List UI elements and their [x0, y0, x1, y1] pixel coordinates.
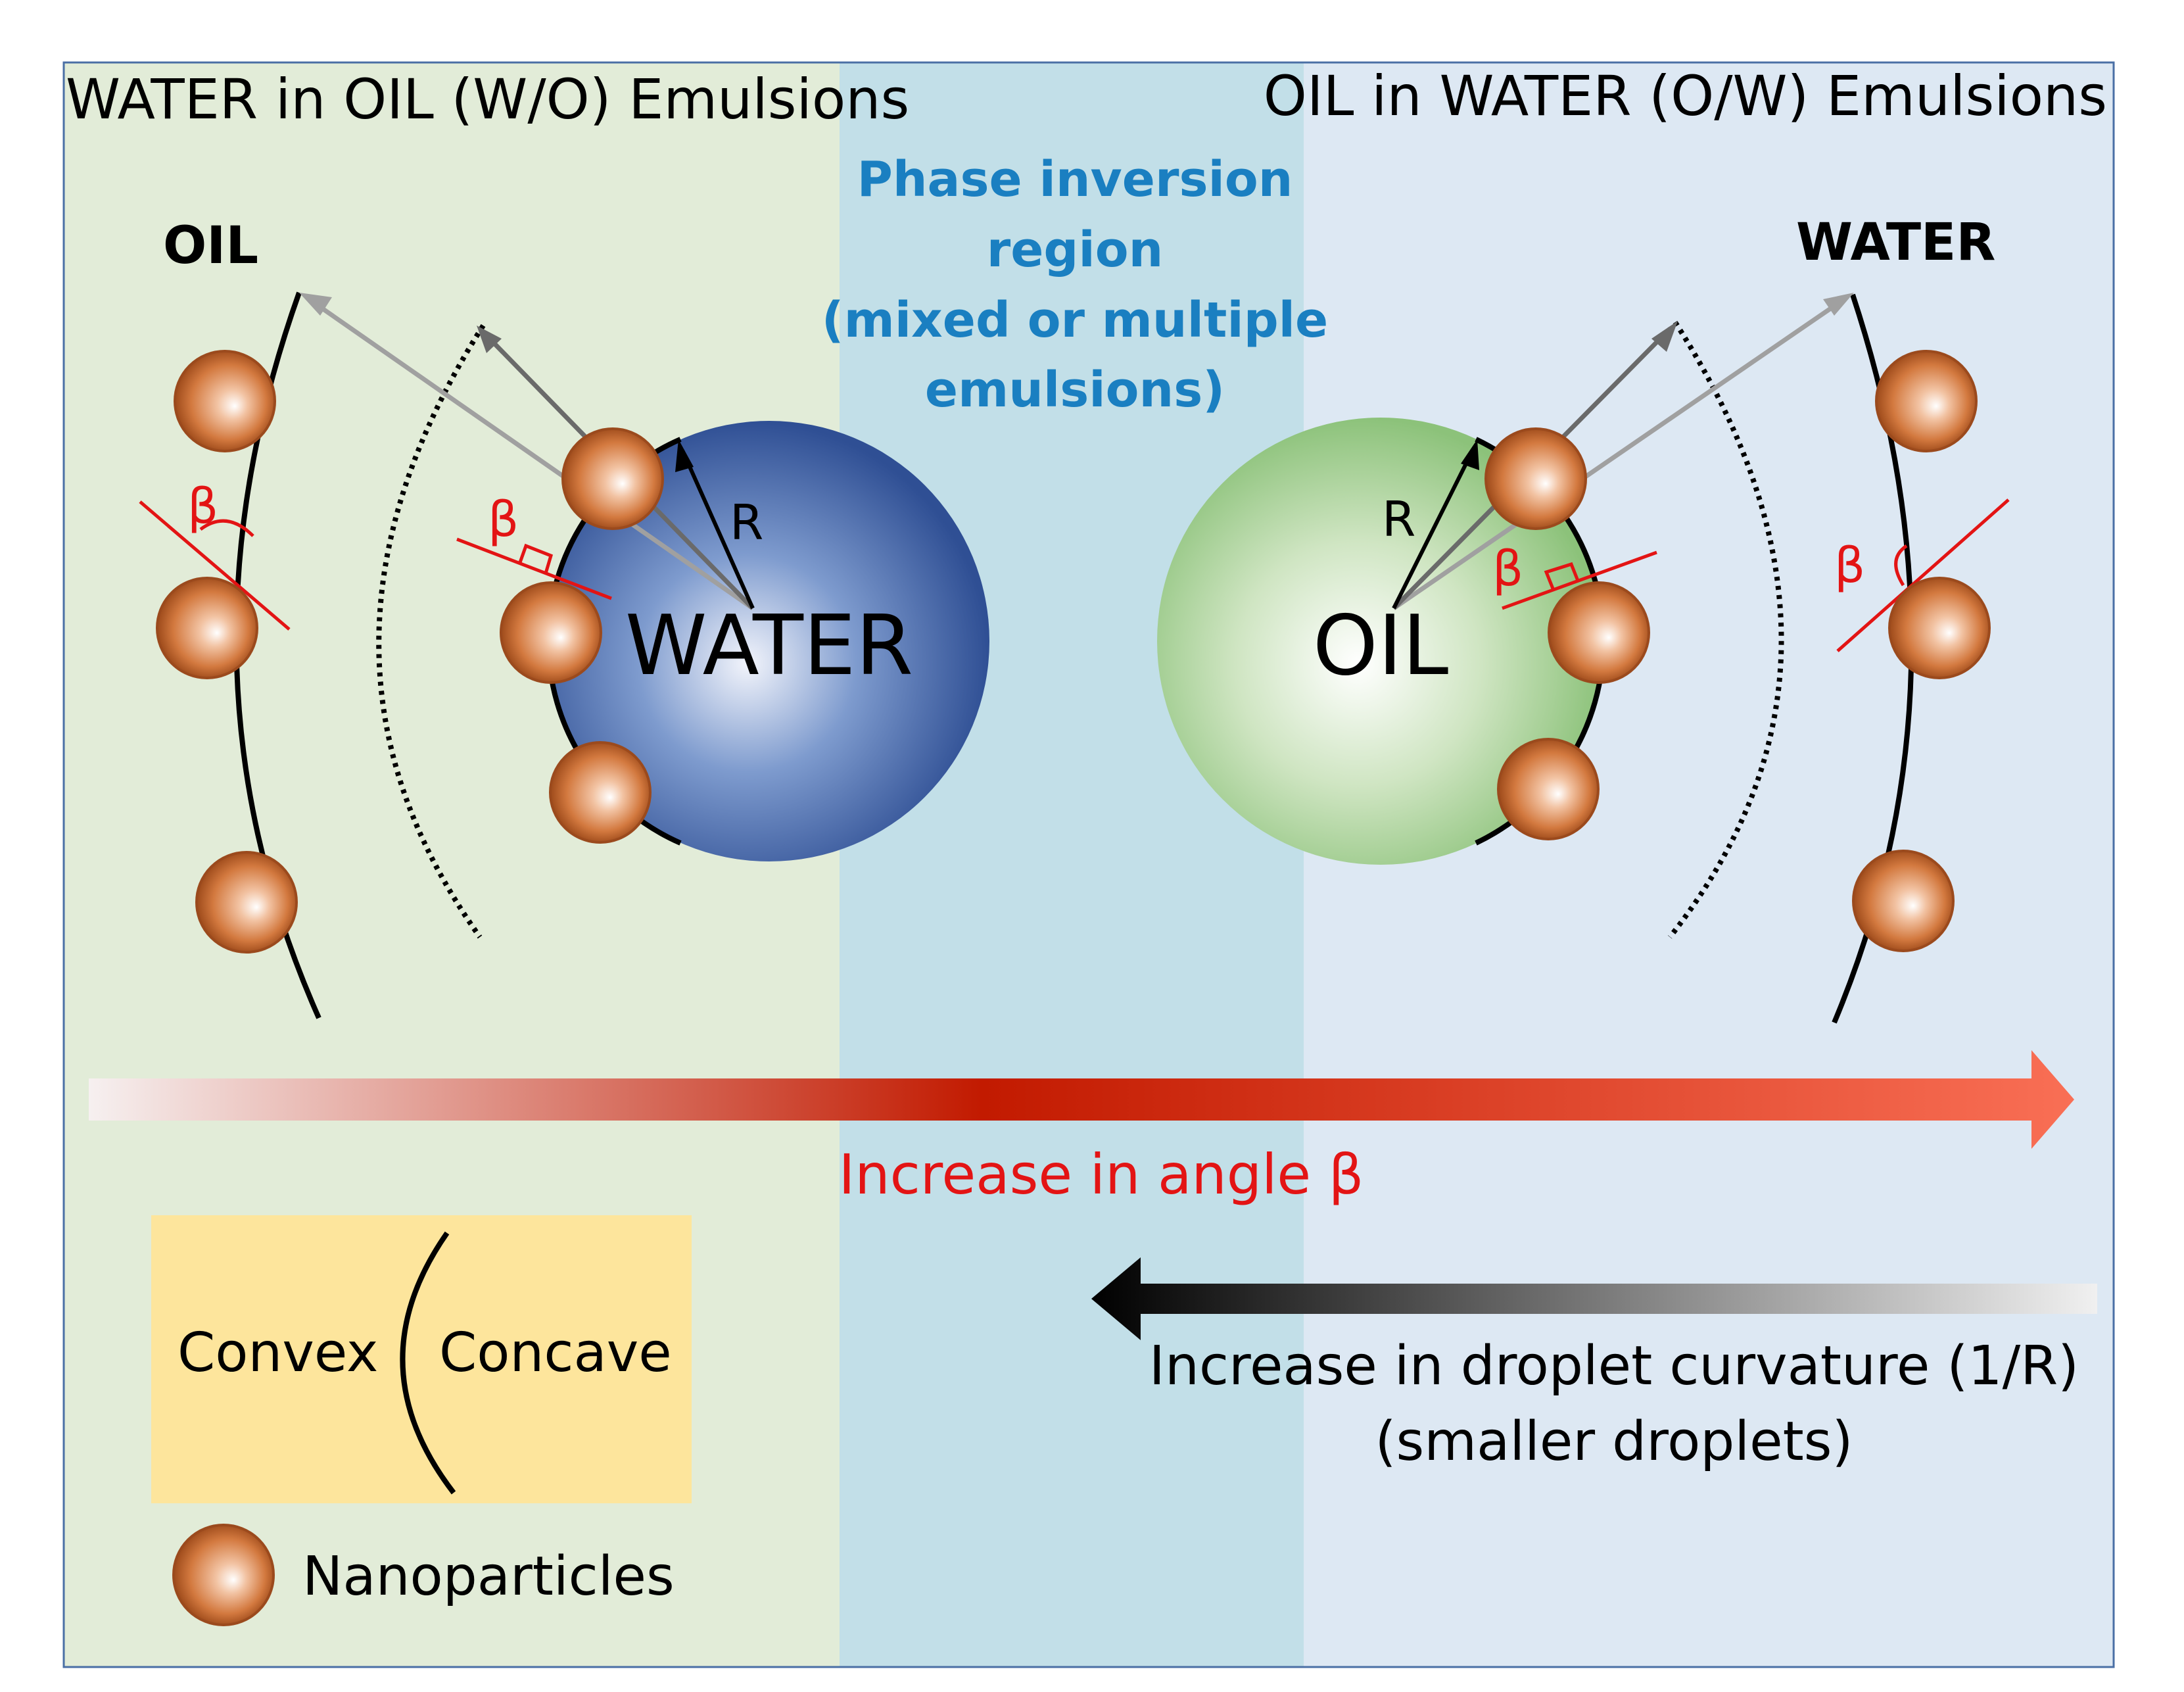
phase-inversion-line-3: (mixed or multiple — [822, 292, 1328, 349]
right-panel-background — [1304, 62, 2114, 1667]
right-intermediate-dotted-curve — [1667, 320, 1784, 939]
angle-increase-label: Increase in angle β — [839, 1142, 1364, 1207]
left-intermediate-dotted-curve — [376, 324, 486, 939]
oil-droplet — [1157, 418, 1604, 865]
angle-increase-beta: β — [1329, 1142, 1364, 1207]
right-radius-arrow — [1392, 449, 1475, 610]
nanoparticle — [549, 741, 652, 844]
water-droplet-label: WATER — [625, 597, 913, 694]
water-droplet — [549, 421, 989, 861]
phase-inversion-label: Phase inversion region (mixed or multipl… — [822, 151, 1328, 418]
left-right-angle-mark — [517, 543, 554, 574]
nanoparticle — [1875, 350, 1978, 452]
left-angle-arc — [199, 519, 254, 537]
curvature-increase-sublabel: (smaller droplets) — [1375, 1411, 1853, 1473]
left-droplet-beta: β — [488, 491, 519, 548]
right-outer-beta: β — [1834, 537, 1865, 594]
left-arrow-to-outer-head — [299, 293, 332, 316]
left-arrow-to-dotted-head — [477, 326, 502, 353]
right-arrow-to-dotted-head — [1651, 321, 1678, 352]
left-radius-arrow — [680, 449, 755, 610]
right-outer-phase-label: WATER — [1796, 213, 1995, 272]
phase-inversion-line-4: emulsions) — [925, 362, 1225, 418]
curvature-increase-label: Increase in droplet curvature (1/R) — [1149, 1335, 2079, 1397]
nanoparticle — [1484, 427, 1587, 530]
nanoparticle — [174, 350, 276, 452]
left-droplet-tangent — [456, 537, 612, 600]
nanoparticle — [1497, 738, 1600, 840]
legend-nanoparticle-icon — [172, 1524, 275, 1626]
nanoparticle — [1852, 850, 1955, 952]
angle-increase-arrow — [89, 1050, 2074, 1149]
middle-panel-background — [840, 62, 1304, 1667]
right-section-heading: OIL in WATER (O/W) Emulsions — [1264, 64, 2107, 128]
nanoparticle — [561, 427, 664, 530]
nanoparticle — [195, 851, 298, 954]
right-arrow-to-outer — [1392, 297, 1845, 610]
right-radius-arrow-head — [1461, 439, 1479, 470]
curvature-increase-arrow — [1091, 1257, 2097, 1340]
legend-concave-label: Concave — [439, 1322, 672, 1384]
diagram-frame — [62, 61, 2115, 1668]
right-droplet-beta: β — [1492, 541, 1523, 597]
nanoparticle — [500, 581, 602, 684]
legend-nanoparticles-label: Nanoparticles — [302, 1545, 675, 1608]
right-radius-label: R — [1382, 491, 1415, 548]
nanoparticle — [1548, 581, 1650, 684]
legend-convex-label: Convex — [178, 1322, 378, 1384]
left-radius-label: R — [730, 495, 763, 551]
left-section-heading: WATER in OIL (W/O) Emulsions — [66, 67, 909, 132]
right-arrow-to-outer-head — [1823, 293, 1854, 316]
oil-droplet-label: OIL — [1313, 597, 1449, 694]
legend-curve — [400, 1231, 456, 1495]
phase-inversion-line-1: Phase inversion — [857, 151, 1293, 208]
left-outer-beta: β — [187, 478, 218, 535]
right-angle-arc — [1894, 544, 1908, 587]
right-right-angle-mark — [1544, 562, 1580, 589]
right-droplet-tangent — [1502, 550, 1657, 610]
legend-box — [151, 1215, 692, 1503]
left-tangent-line — [139, 500, 291, 631]
left-outer-phase-label: OIL — [163, 216, 258, 276]
phase-inversion-line-2: region — [987, 222, 1164, 278]
nanoparticle — [156, 577, 258, 679]
left-radius-arrow-head — [675, 439, 694, 472]
angle-increase-text: Increase in angle — [839, 1142, 1329, 1207]
nanoparticle — [1888, 577, 1991, 679]
right-tangent-line — [1836, 498, 2010, 652]
left-arrow-to-outer — [308, 297, 754, 610]
